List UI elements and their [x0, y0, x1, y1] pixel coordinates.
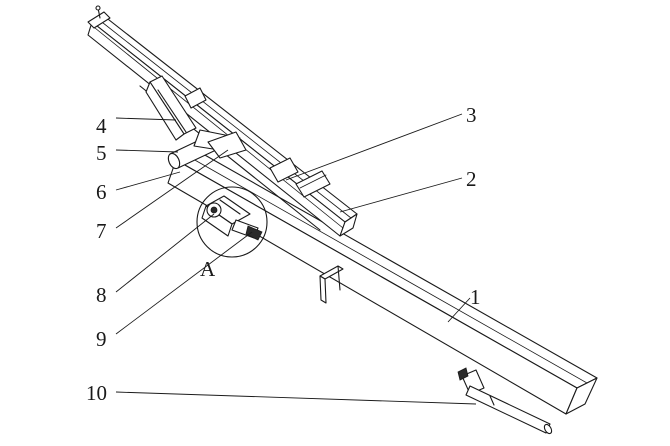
upper-rail — [87, 5, 358, 237]
leader-5 — [115, 149, 179, 153]
main-beam — [167, 149, 598, 415]
bracket — [145, 75, 197, 141]
label-detail-a: A — [200, 257, 216, 281]
leader-9 — [115, 231, 253, 335]
label-2: 2 — [466, 167, 477, 191]
label-8: 8 — [96, 283, 107, 307]
reference-numerals: 4 5 6 7 8 9 10 3 2 1 A — [86, 103, 481, 405]
leader-2 — [339, 177, 463, 213]
leader-lines — [115, 113, 477, 405]
leader-7 — [115, 149, 229, 229]
label-9: 9 — [96, 327, 107, 351]
label-5: 5 — [96, 141, 107, 165]
detail-a-assembly — [196, 186, 268, 258]
leader-1 — [447, 297, 471, 323]
leader-4 — [115, 117, 177, 121]
leader-8 — [115, 213, 215, 293]
leader-10 — [115, 391, 477, 405]
label-4: 4 — [96, 114, 107, 138]
cross-pipe — [167, 129, 247, 170]
label-1: 1 — [470, 285, 481, 309]
label-7: 7 — [96, 219, 107, 243]
label-10: 10 — [86, 381, 107, 405]
label-3: 3 — [466, 103, 477, 127]
label-6: 6 — [96, 180, 107, 204]
leader-6 — [115, 171, 181, 191]
lower-handle — [457, 367, 553, 435]
leader-3 — [285, 113, 463, 181]
